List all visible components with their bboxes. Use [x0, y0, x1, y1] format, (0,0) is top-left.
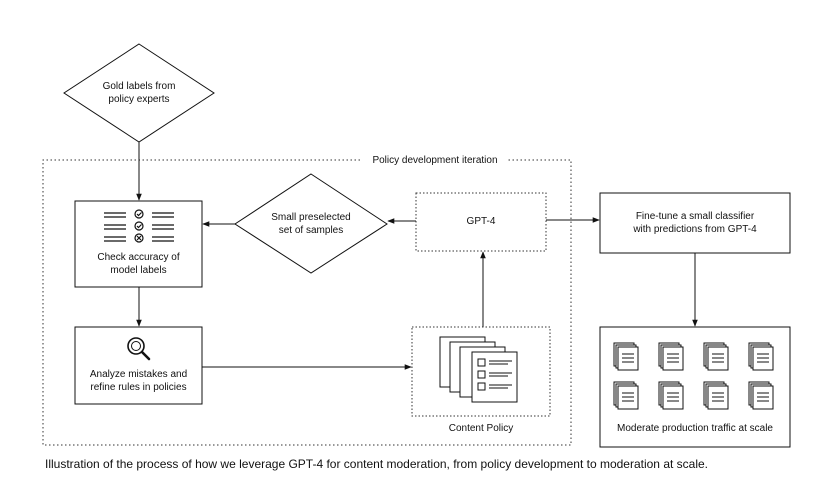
- analyze-box: [74, 326, 203, 405]
- gpt4-label: GPT-4: [466, 216, 496, 227]
- policy-iteration-label: Policy development iteration: [362, 154, 508, 167]
- checklist-icon: [104, 209, 174, 243]
- document-stack-icon: [613, 342, 774, 410]
- small-samples-diamond: [234, 173, 388, 274]
- content-policy-label: Content Policy: [448, 423, 514, 434]
- moderate-label: Moderate production traffic at scale: [616, 423, 773, 434]
- fine-tune-box: [599, 192, 791, 254]
- magnifier-icon: [127, 337, 151, 361]
- policy-documents-icon: [439, 336, 518, 403]
- figure-caption: Illustration of the process of how we le…: [45, 457, 709, 471]
- gpt4-box: [415, 192, 547, 252]
- policy-iteration-frame: [42, 159, 572, 446]
